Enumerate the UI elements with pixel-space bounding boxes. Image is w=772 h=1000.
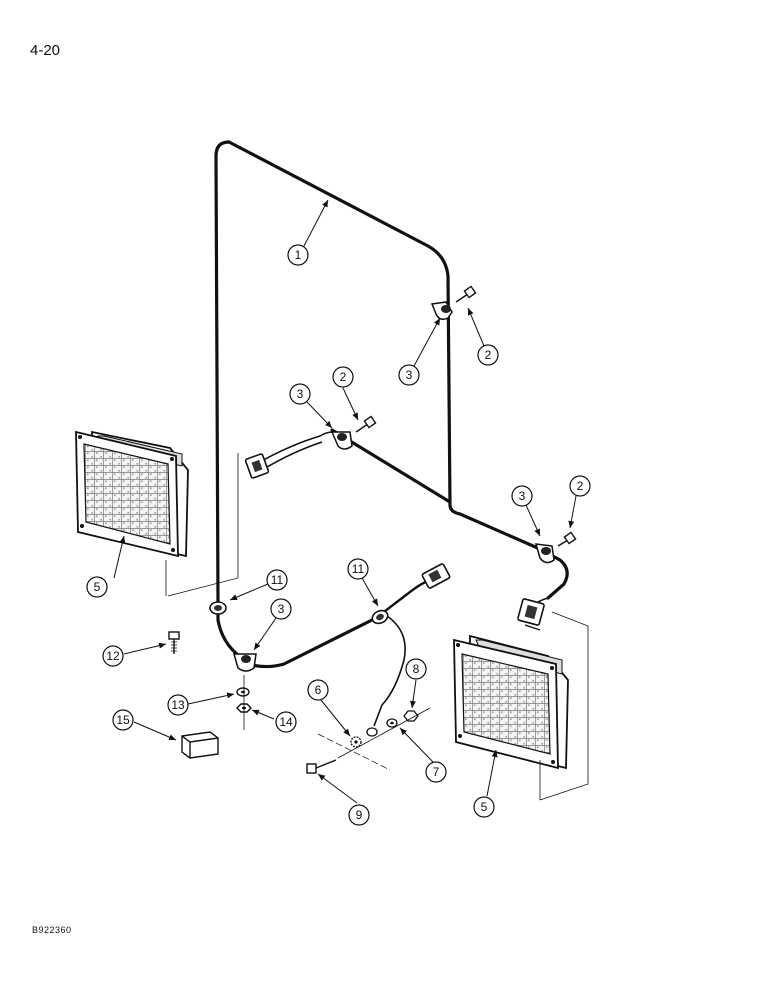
washer-7 bbox=[386, 718, 398, 728]
main-harness-wire bbox=[214, 140, 569, 669]
callout-12: 12 bbox=[102, 645, 124, 667]
callout-3-label: 3 bbox=[278, 602, 285, 616]
callout-9: 9 bbox=[348, 804, 370, 826]
clip-middle bbox=[330, 431, 353, 450]
callout-5-label: 5 bbox=[481, 800, 488, 814]
callout-leaders bbox=[113, 199, 577, 804]
callout-7-label: 7 bbox=[433, 765, 440, 779]
callout-11-lower: 11 bbox=[347, 558, 369, 580]
right-light-leader bbox=[539, 611, 589, 801]
ring-terminal bbox=[366, 727, 378, 737]
callout-3-label: 3 bbox=[406, 368, 413, 382]
callout-3-upper-right: 3 bbox=[398, 364, 420, 386]
callout-2-upper-right: 2 bbox=[477, 344, 499, 366]
ground-lead-branch bbox=[373, 563, 451, 727]
page-number: 4-20 bbox=[30, 42, 61, 59]
screw-right bbox=[557, 531, 577, 547]
callout-9-label: 9 bbox=[356, 808, 363, 822]
callout-5-left: 5 bbox=[86, 576, 108, 598]
callout-2-right: 2 bbox=[569, 475, 591, 497]
callout-15: 15 bbox=[112, 709, 134, 731]
callout-11-upper: 11 bbox=[266, 569, 288, 591]
callout-11-label: 11 bbox=[352, 562, 365, 576]
callout-5-right: 5 bbox=[473, 796, 495, 818]
star-washer-6 bbox=[350, 736, 362, 748]
callout-8-label: 8 bbox=[413, 662, 420, 676]
callout-6-label: 6 bbox=[315, 683, 322, 697]
terminal-block-15 bbox=[181, 731, 219, 759]
callout-13: 13 bbox=[167, 694, 189, 716]
bolt-12 bbox=[168, 631, 180, 654]
nut-8 bbox=[403, 710, 419, 722]
figure-code: B922360 bbox=[32, 925, 72, 935]
callout-5-label: 5 bbox=[94, 580, 101, 594]
callout-3-label: 3 bbox=[297, 387, 304, 401]
left-light-pigtail bbox=[244, 431, 339, 479]
callout-13-label: 13 bbox=[171, 698, 185, 712]
callout-15-label: 15 bbox=[116, 713, 130, 727]
callout-11-label: 11 bbox=[271, 573, 284, 587]
bolt-9 bbox=[306, 759, 337, 774]
callout-3-middle: 3 bbox=[289, 383, 311, 405]
callout-8: 8 bbox=[405, 658, 427, 680]
callout-14: 14 bbox=[275, 711, 297, 733]
washer-13 bbox=[236, 687, 250, 697]
grommet-upper bbox=[209, 601, 227, 615]
clip-right bbox=[534, 543, 555, 564]
callout-3-label: 3 bbox=[519, 489, 526, 503]
callout-3-right: 3 bbox=[511, 485, 533, 507]
callout-2-label: 2 bbox=[485, 348, 492, 362]
callout-6: 6 bbox=[307, 679, 329, 701]
clip-upper-right bbox=[430, 301, 453, 321]
callout-12-label: 12 bbox=[106, 649, 120, 663]
work-light-right bbox=[453, 634, 569, 770]
clip-lower-left bbox=[233, 653, 257, 672]
grommet-lower bbox=[371, 609, 389, 625]
callout-3-lower-left: 3 bbox=[270, 598, 292, 620]
callout-2-label: 2 bbox=[340, 370, 347, 384]
left-light-leader bbox=[167, 453, 239, 597]
mounting-surface-line bbox=[317, 733, 391, 771]
right-light-connector bbox=[517, 597, 549, 631]
callout-2-middle: 2 bbox=[332, 366, 354, 388]
callout-2-label: 2 bbox=[577, 479, 584, 493]
callout-14-label: 14 bbox=[279, 715, 293, 729]
callout-1: 1 bbox=[287, 244, 309, 266]
ground-bolt-centerline bbox=[337, 707, 431, 759]
work-light-left bbox=[75, 430, 189, 558]
screw-middle bbox=[355, 415, 377, 433]
callout-7: 7 bbox=[425, 761, 447, 783]
screw-upper-right bbox=[455, 285, 477, 303]
callout-1-label: 1 bbox=[295, 248, 302, 262]
